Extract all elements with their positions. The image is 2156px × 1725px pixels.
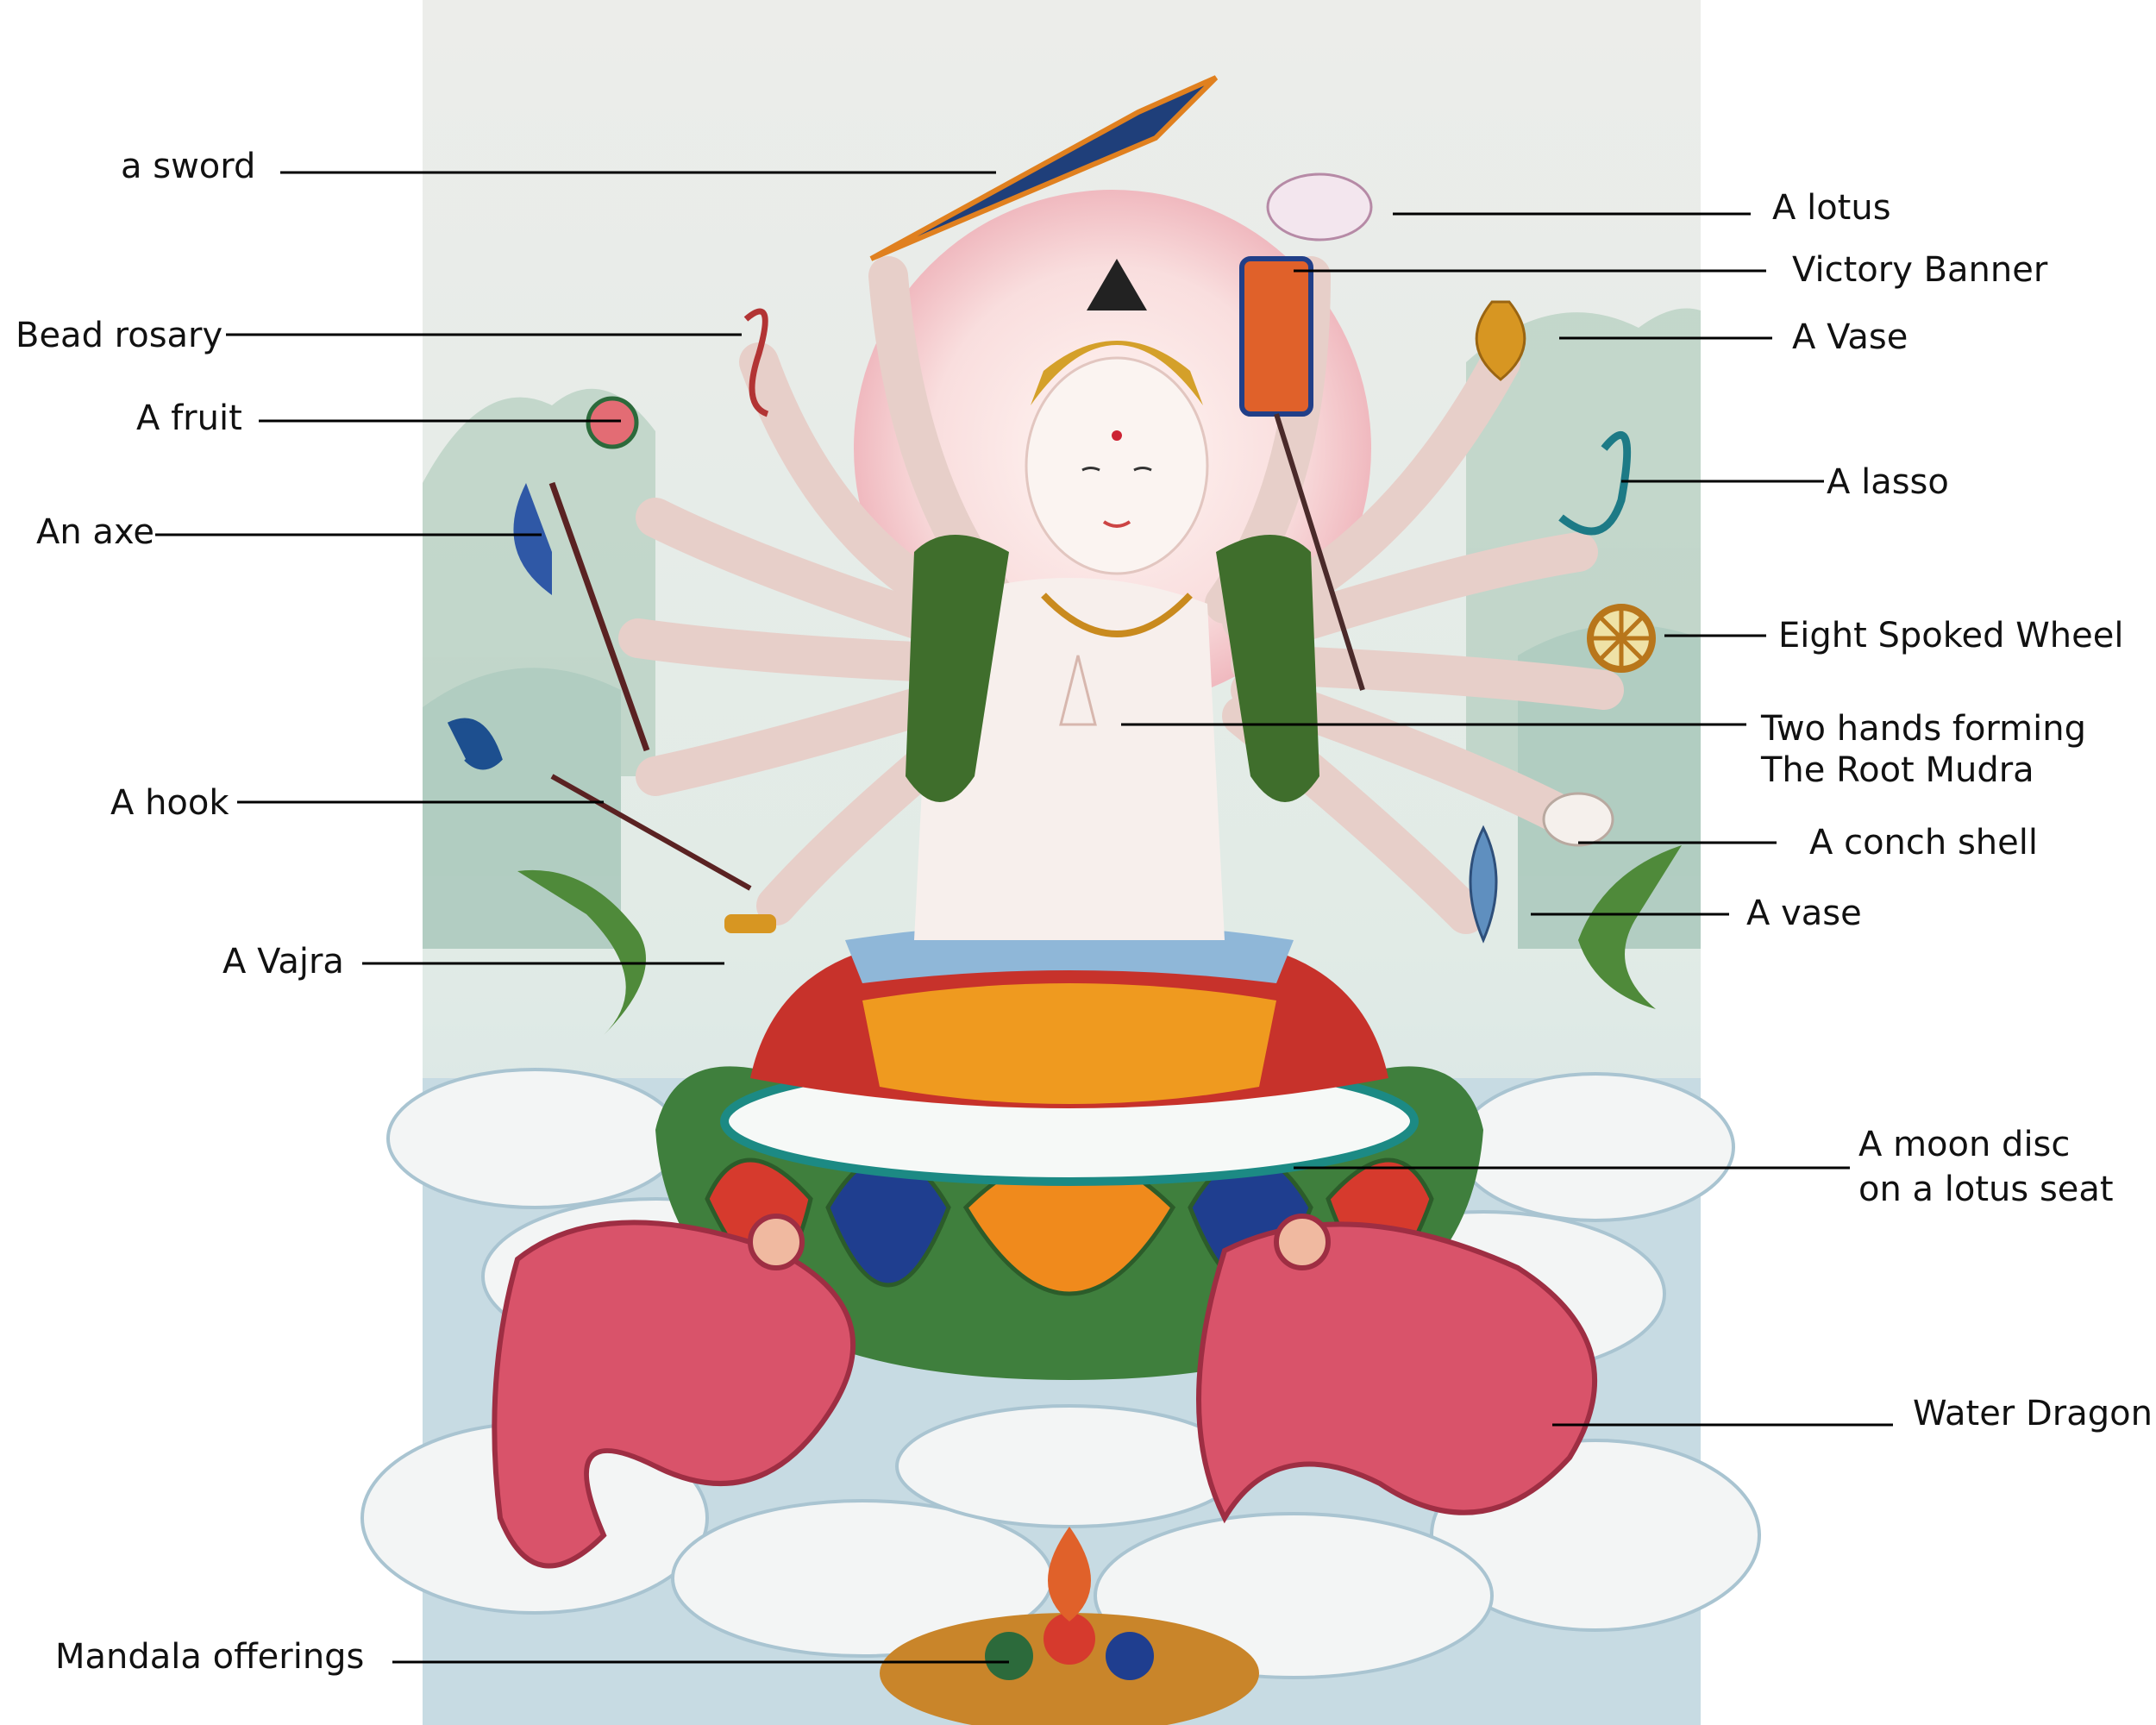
victory-banner-icon	[1239, 256, 1313, 417]
rosary-icon	[743, 308, 769, 417]
label-conch-shell: A conch shell	[1809, 823, 2038, 862]
hook-icon	[447, 718, 503, 770]
vase-icon	[1475, 300, 1526, 381]
fruit-icon	[586, 396, 639, 449]
axe-icon	[513, 483, 552, 595]
conch-icon	[1542, 792, 1614, 847]
label-two-hands-line2: The Root Mudra	[1760, 750, 2034, 790]
label-eight-spoked-wheel: Eight Spoked Wheel	[1778, 616, 2123, 656]
lotus-flower-icon	[1266, 172, 1373, 242]
sword-icon	[869, 75, 1219, 261]
vase-lower-icon	[1469, 825, 1498, 944]
label-sword: a sword	[121, 147, 255, 186]
label-vajra: A Vajra	[222, 942, 344, 982]
label-bead-rosary: Bead rosary	[16, 316, 222, 355]
mandala-offerings	[880, 1527, 1259, 1725]
label-vase-top: A Vase	[1792, 317, 1908, 357]
water-dragons	[492, 1214, 1598, 1569]
label-fruit: A fruit	[136, 398, 242, 438]
label-moon-disc-line1: A moon disc	[1858, 1125, 2070, 1164]
labels: a sword Bead rosary A fruit An axe A hoo…	[16, 147, 2153, 1677]
label-mandala-offerings: Mandala offerings	[55, 1637, 364, 1677]
label-lasso: A lasso	[1827, 462, 1949, 502]
attribute-objects	[447, 75, 1682, 1035]
lasso-icon	[1558, 430, 1632, 536]
label-water-dragon: Water Dragon	[1913, 1394, 2153, 1433]
leader-lines	[155, 171, 1893, 1664]
label-hook: A hook	[110, 783, 229, 823]
label-lotus: A lotus	[1772, 188, 1891, 228]
label-victory-banner: Victory Banner	[1792, 250, 2048, 290]
label-moon-disc-line2: on a lotus seat	[1858, 1170, 2114, 1209]
vajra-icon	[724, 914, 776, 933]
wheel-icon	[1587, 604, 1656, 673]
label-two-hands-line1: Two hands forming	[1760, 709, 2086, 749]
deity-figure	[618, 256, 1624, 1108]
thangka-painting	[360, 0, 1761, 1725]
label-axe: An axe	[36, 512, 154, 552]
label-vase-lower: A vase	[1746, 894, 1862, 933]
